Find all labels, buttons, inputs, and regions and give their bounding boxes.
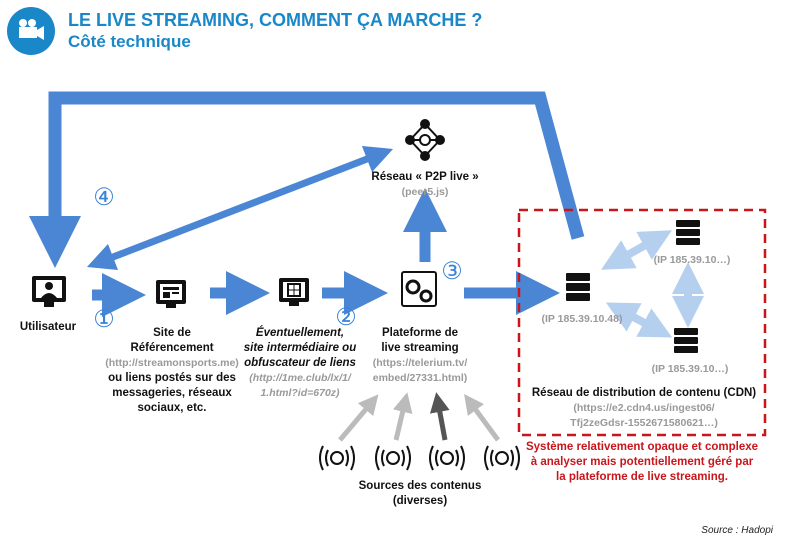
cdn-label: Réseau de distribution de contenu (CDN) … (531, 387, 757, 429)
p2p-user-arrow (86, 145, 394, 271)
sources-label: Sources des contenus(diverses) (358, 480, 482, 507)
server-top-icon (676, 220, 700, 245)
p2p-label: Réseau « P2P live »(peer5.js) (371, 171, 479, 198)
p2p-network-icon (405, 119, 445, 161)
step-4: ④ (93, 184, 115, 211)
return-loop-arrow (29, 91, 585, 268)
server-main-ip: (IP 185.39.10.48) (541, 313, 623, 325)
platform-gears-icon (401, 271, 437, 307)
server-bottom-icon (674, 328, 698, 353)
broadcast-icon (319, 445, 355, 471)
step-1: ① (93, 306, 115, 333)
broadcast-icon (484, 445, 520, 471)
website-icon (156, 280, 186, 308)
user-icon (32, 276, 66, 307)
broadcast-icon (429, 445, 465, 471)
cdn-boundary (517, 208, 767, 437)
server-bottom-ip: (IP 185.39.10…) (651, 363, 729, 375)
step-3: ③ (441, 258, 463, 285)
page-subtitle: Côté technique (68, 32, 191, 51)
broadcast-sources-icons (319, 445, 520, 471)
server-main-icon (566, 273, 590, 301)
step-2: ② (335, 304, 357, 331)
page-title: LE LIVE STREAMING, COMMENT ÇA MARCHE ? (68, 10, 483, 30)
source-credit: Source : Hadopi (701, 525, 773, 536)
broadcast-icon (375, 445, 411, 471)
server-top-ip: (IP 185.39.10…) (653, 254, 731, 266)
intermediate-site-icon (279, 278, 309, 306)
user-label: Utilisateur (19, 321, 77, 333)
